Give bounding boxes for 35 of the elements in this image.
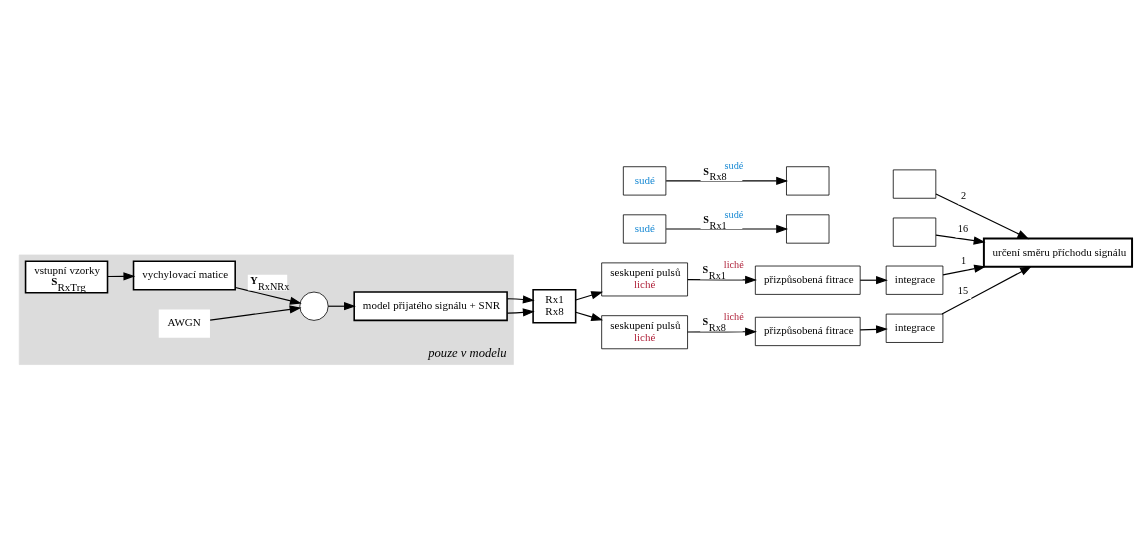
node-box: integrace [885, 265, 944, 295]
node-box: určení směru příchodu signálu [982, 236, 1134, 268]
node-box [892, 217, 937, 247]
node-circle [299, 291, 329, 321]
arrow [935, 234, 986, 245]
arrow [506, 307, 535, 317]
node-box: model přijatého signálu + SNR [353, 290, 508, 321]
arrow [665, 176, 789, 185]
edge-label: 2 [961, 189, 967, 201]
node-box: Rx1 Rx8 [532, 288, 577, 324]
edge-label: 15 [957, 284, 969, 296]
arrow [209, 304, 302, 321]
edge-label: 16 [957, 222, 969, 234]
node-box: sudé [622, 165, 667, 195]
node-box [786, 165, 830, 195]
node-box: vychylovací matice [132, 260, 236, 290]
node-box: seskupení pulsů liché [601, 262, 688, 296]
arrow [687, 275, 757, 284]
arrow [942, 264, 986, 275]
node-box: integrace [885, 313, 944, 343]
arrow [575, 290, 604, 301]
node-box [786, 213, 830, 244]
node-box [892, 169, 937, 199]
arrow [687, 327, 757, 336]
node-box: přizpůsobená fitrace [754, 316, 861, 346]
arrow [506, 294, 535, 304]
edge-label: 1 [961, 254, 967, 266]
node-box: seskupení pulsů liché [601, 314, 688, 349]
node-box: sudé [622, 213, 667, 244]
arrow [234, 286, 302, 305]
arrow [665, 224, 789, 233]
arrow [575, 311, 604, 321]
arrow [941, 265, 1032, 315]
node-box: AWGN [158, 308, 210, 338]
node-box: přizpůsobená fitrace [754, 265, 861, 295]
